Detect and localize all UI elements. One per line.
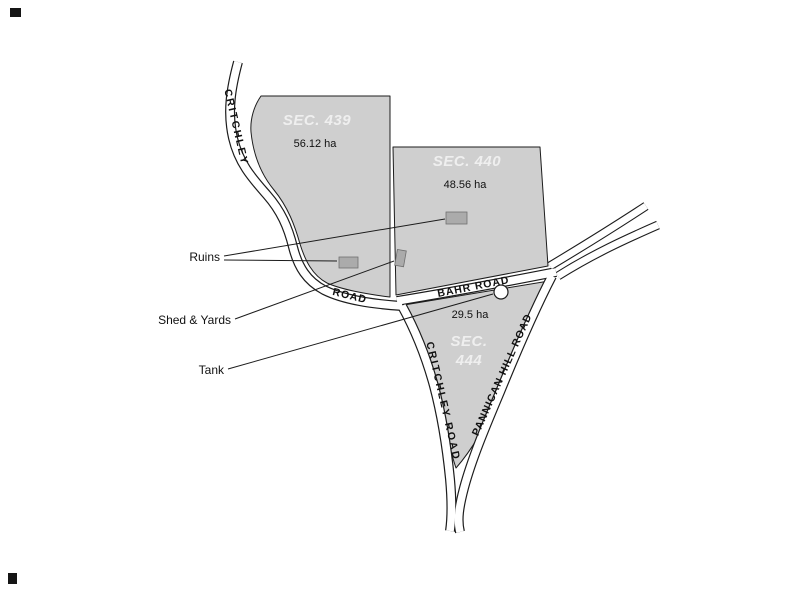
bahr-road-fill bbox=[396, 268, 557, 305]
sec-440-area: 48.56 ha bbox=[444, 179, 488, 191]
crop-mark-bottom-left bbox=[8, 573, 17, 584]
tank-label: Tank bbox=[199, 363, 225, 377]
ruins-leader-line-1 bbox=[223, 218, 446, 257]
critchley-road-upper-fill bbox=[226, 61, 403, 310]
ruins-building-2-icon bbox=[338, 256, 359, 269]
ruins-building-icon bbox=[445, 211, 468, 225]
crop-marks-layer bbox=[8, 8, 21, 584]
sec-439-name: SEC. 439 bbox=[283, 112, 351, 129]
feature-labels-layer: Ruins Shed & Yards Tank bbox=[158, 250, 231, 377]
roads-layer bbox=[225, 60, 660, 534]
shed-yards-building-icon bbox=[394, 248, 407, 268]
sec-440-polygon bbox=[392, 146, 549, 296]
sections-layer bbox=[250, 95, 550, 469]
sec-439-polygon bbox=[250, 95, 391, 298]
northeast-fork-lower-fill bbox=[556, 221, 660, 279]
ruins-leader-line-2 bbox=[223, 259, 338, 262]
northeast-fork-upper-fill bbox=[548, 203, 648, 269]
critchley-road-lower-fill bbox=[398, 304, 456, 532]
sec-444-name-line2: 444 bbox=[455, 352, 483, 369]
sec-440-name: SEC. 440 bbox=[433, 153, 501, 170]
sec-439-area: 56.12 ha bbox=[294, 138, 338, 150]
leader-lines-layer bbox=[223, 218, 494, 370]
tank-icon bbox=[493, 284, 509, 300]
symbols-layer bbox=[338, 211, 509, 300]
sec-444-name-line1: SEC. bbox=[450, 333, 487, 350]
section-labels-layer: SEC. 439 56.12 ha SEC. 440 48.56 ha 29.5… bbox=[283, 112, 501, 369]
ruins-label: Ruins bbox=[189, 250, 220, 264]
pannican-hill-road-fill bbox=[454, 274, 556, 533]
sec-444-area: 29.5 ha bbox=[452, 309, 490, 321]
crop-mark-top-left bbox=[10, 8, 21, 17]
tank-leader-line bbox=[227, 293, 494, 370]
shed-yards-label: Shed & Yards bbox=[158, 313, 231, 327]
shed-yards-leader-line bbox=[234, 260, 395, 320]
